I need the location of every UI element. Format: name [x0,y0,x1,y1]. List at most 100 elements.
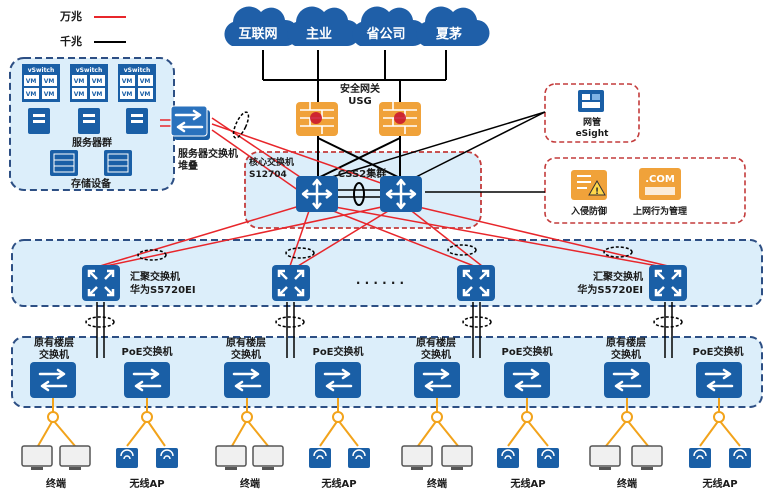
cloud-province: 省公司 [352,6,426,46]
access-labels: 原有楼层 交换机 PoE交换机 原有楼层 交换机 PoE交换机 原有楼层 交换机… [34,336,744,361]
floor-switch-label-line2: 交换机 [231,348,261,361]
aggregation-label-left-line1: 汇聚交换机 [130,270,180,283]
ap-label: 无线AP [509,477,545,490]
aggregation-access-links [96,302,673,358]
access-region [11,336,763,408]
wireless-ap-icon [156,448,178,468]
floor-switch-label-line2: 交换机 [611,348,641,361]
splitter-rings [47,411,725,423]
management-label-line2: eSight [576,129,610,139]
ap-label: 无线AP [320,477,356,490]
floor-switch-label-line2: 交换机 [421,348,451,361]
behavior-management-label: 上网行为管理 [633,205,687,217]
wireless-ap-icon [497,448,519,468]
wireless-ap-icon [116,448,138,468]
service-links [321,111,546,193]
ids-label: 入侵防御 [570,205,607,217]
endpoint-labels: 终端 无线AP 终端 无线AP 终端 无线AP 终端 无线AP [46,477,738,490]
monitor-icon [401,445,433,470]
floor-switch-label-line1: 原有楼层 [416,336,456,349]
aggregation-region [11,239,763,307]
svg-text:!: ! [595,187,599,197]
floor-switch-label-line2: 交换机 [39,348,69,361]
firewall-right-icon [379,102,421,136]
wireless-ap-icon [348,448,370,468]
esight-icon [578,90,604,112]
core-switch-right [380,176,422,212]
vm-label: VM [122,91,133,98]
vm-label: VM [44,78,55,85]
wireless-ap-icon [729,448,751,468]
aggregation-label-left-line2: 华为S5720EI [130,283,196,296]
poe-switch [504,362,550,398]
storage-icon [50,150,78,176]
legend-10g-label: 万兆 [59,9,82,23]
poe-switch-label: PoE交换机 [312,345,363,358]
cloud-internet: 互联网 [224,6,299,47]
monitor-icon [59,445,91,470]
monitor-icon [252,445,284,470]
vswitch-group-3: vSwitch VM VM VM VM [118,64,156,102]
server-icon [28,108,50,134]
server-switch-links [211,117,396,196]
aggregation-switch-4 [649,265,687,301]
vswitch-group-2: vSwitch VM VM VM VM [70,64,108,102]
core-label-line1: 核心交换机 [249,156,294,168]
monitor-icon [215,445,247,470]
server-icon [78,108,100,134]
internet-uplinks [262,50,447,179]
server-switch-label-line2: 堆叠 [178,159,198,172]
ap-label: 无线AP [701,477,737,490]
aggregation-switch-3 [457,265,495,301]
server-area: vSwitch VM VM VM VM vSwitch VM VM VM VM … [22,64,156,190]
wireless-ap-icon [309,448,331,468]
storage-icon [104,150,132,176]
core-switch-left [296,176,338,212]
vswitch-group-1: vSwitch VM VM VM VM [22,64,60,102]
vm-label: VM [140,78,151,85]
wireless-ap-icon [537,448,559,468]
monitor-icon [21,445,53,470]
management-label-line1: 网管 [583,116,601,128]
terminals [21,445,663,470]
terminal-label: 终端 [617,477,637,490]
floor-switch-label-line1: 原有楼层 [606,336,646,349]
cloud-label: 互联网 [238,27,277,42]
server-switch-stack [170,105,210,140]
vm-label: VM [26,78,37,85]
vm-label: VM [92,91,103,98]
monitor-icon [631,445,663,470]
gateway-label-line1: 安全网关 [340,82,380,95]
server-cluster-label: 服务器群 [72,136,112,149]
cloud-label: 主业 [306,26,332,42]
vm-label: VM [44,91,55,98]
server-icon [126,108,148,134]
terminal-label: 终端 [240,477,260,490]
aggregation-ellipsis: · · · · · · [356,276,404,290]
poe-switch [315,362,361,398]
vswitch-label: vSwitch [124,67,151,74]
aggregation-switch-1 [82,265,120,301]
gateway-label-line2: USG [348,96,372,107]
vswitch-label: vSwitch [76,67,103,74]
vm-label: VM [74,91,85,98]
vm-label: VM [92,78,103,85]
floor-switch [604,362,650,398]
monitor-icon [441,445,473,470]
floor-switch-label-line1: 原有楼层 [34,336,74,349]
aggregation-label-right-line2: 华为S5720EI [577,283,643,296]
wireless-ap-icon [689,448,711,468]
floor-switch [30,362,76,398]
poe-switch-label: PoE交换机 [501,345,552,358]
floor-switch-label-line1: 原有楼层 [226,336,266,349]
css-ring [353,182,365,206]
vm-label: VM [26,91,37,98]
poe-switch [696,362,742,398]
legend: 万兆 千兆 [59,9,126,48]
access-switches [30,362,742,398]
floor-switch [224,362,270,398]
aggregation-label-right-line1: 汇聚交换机 [593,270,643,283]
aggregation-rings-top [137,244,633,261]
cloud-xiamao: 夏茅 [416,6,490,47]
link-aggregation-ring [232,111,250,139]
